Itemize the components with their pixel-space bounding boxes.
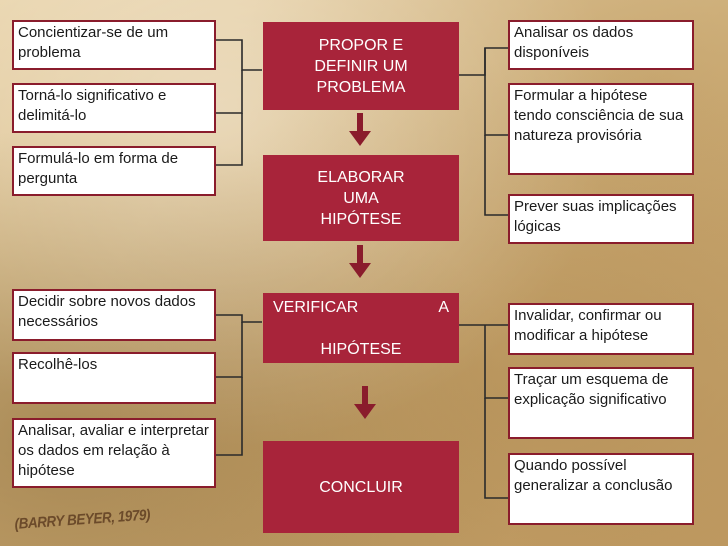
note-left-2: Torná-lo significativo e delimitá-lo xyxy=(12,83,216,133)
note-left-3: Formulá-lo em forma de pergunta xyxy=(12,146,216,196)
note-left-4: Decidir sobre novos dados necessários xyxy=(12,289,216,341)
step-propor-definir: PROPOR E DEFINIR UM PROBLEMA xyxy=(263,22,459,110)
step-elaborar-hipotese: ELABORAR UMA HIPÓTESE xyxy=(263,155,459,241)
step-verificar-article: A xyxy=(438,298,449,316)
step-verificar-word: VERIFICAR xyxy=(273,298,359,316)
step-verificar-hipotese: VERIFICAR A HIPÓTESE xyxy=(263,293,459,363)
note-right-6: Quando possível generalizar a conclusão xyxy=(508,453,694,525)
note-right-1: Analisar os dados disponíveis xyxy=(508,20,694,70)
note-right-5: Traçar um esquema de explicação signific… xyxy=(508,367,694,439)
note-right-4: Invalidar, confirmar ou modificar a hipó… xyxy=(508,303,694,355)
note-left-1: Concientizar-se de um problema xyxy=(12,20,216,70)
note-right-2: Formular a hipótese tendo consciência de… xyxy=(508,83,694,175)
note-left-6: Analisar, avaliar e interpretar os dados… xyxy=(12,418,216,488)
note-left-5: Recolhê-los xyxy=(12,352,216,404)
note-right-3: Prever suas implicações lógicas xyxy=(508,194,694,244)
step-concluir: CONCLUIR xyxy=(263,441,459,533)
step-verificar-line2: HIPÓTESE xyxy=(320,340,402,358)
